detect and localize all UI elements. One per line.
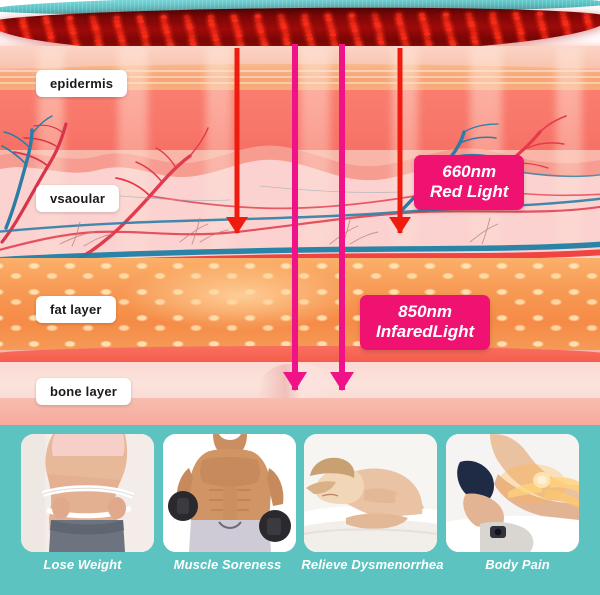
benefit-caption-lose-weight: Lose Weight bbox=[43, 557, 122, 572]
benefit-card-lose-weight[interactable] bbox=[21, 434, 154, 552]
led-column bbox=[583, 5, 597, 51]
arrow-shaft bbox=[397, 48, 403, 233]
infrared-penetration-arrow-left bbox=[283, 44, 307, 391]
layer-label-epidermis: epidermis bbox=[36, 70, 128, 97]
arrow-head bbox=[226, 217, 248, 234]
layer-label-vascular: vsaoular bbox=[36, 185, 120, 212]
layer-label-bone: bone layer bbox=[36, 378, 132, 405]
benefit-caption-body-pain: Body Pain bbox=[485, 557, 550, 572]
fat-layer-highlight bbox=[120, 261, 360, 331]
man-lifting-dumbbells-photo bbox=[162, 434, 296, 552]
led-column bbox=[559, 6, 574, 52]
arrow-head bbox=[389, 217, 411, 234]
callout-red-title: Red Light bbox=[430, 182, 509, 202]
red-light-penetration-arrow-right bbox=[389, 48, 411, 234]
waist-measuring-tape-photo bbox=[21, 434, 154, 552]
benefit-card-body-pain[interactable] bbox=[445, 434, 579, 552]
benefit-card-muscle-soreness[interactable] bbox=[162, 434, 296, 552]
red-light-penetration-arrow-left bbox=[226, 48, 248, 234]
infrared-penetration-arrow-right bbox=[330, 44, 354, 391]
woman-lying-on-bed-photo bbox=[304, 434, 438, 552]
layer-label-fat: fat layer bbox=[36, 296, 116, 323]
callout-infrared-wavelength: 850nm bbox=[398, 302, 453, 321]
callout-infrared-title: InfaredLight bbox=[376, 322, 475, 342]
knee-joint-highlighted-photo bbox=[445, 434, 579, 552]
benefit-caption-relieve-dysmenorrhea: Relieve Dysmenorrhea bbox=[301, 557, 444, 572]
arrow-shaft bbox=[234, 48, 240, 233]
benefit-card-relieve-dysmenorrhea[interactable] bbox=[304, 434, 438, 552]
benefit-caption-row: Lose Weight Muscle Soreness Relieve Dysm… bbox=[0, 557, 600, 572]
arrow-shaft bbox=[339, 44, 345, 390]
benefits-section: Lose Weight Muscle Soreness Relieve Dysm… bbox=[0, 425, 600, 595]
arrow-shaft bbox=[292, 44, 298, 390]
arrow-head bbox=[283, 372, 307, 391]
benefit-card-row bbox=[0, 434, 600, 552]
callout-red-light: 660nm Red Light bbox=[414, 155, 525, 211]
callout-red-wavelength: 660nm bbox=[442, 162, 497, 181]
callout-infrared-light: 850nm InfaredLight bbox=[360, 295, 491, 351]
arrow-head bbox=[330, 372, 354, 391]
benefit-caption-muscle-soreness: Muscle Soreness bbox=[173, 557, 282, 572]
